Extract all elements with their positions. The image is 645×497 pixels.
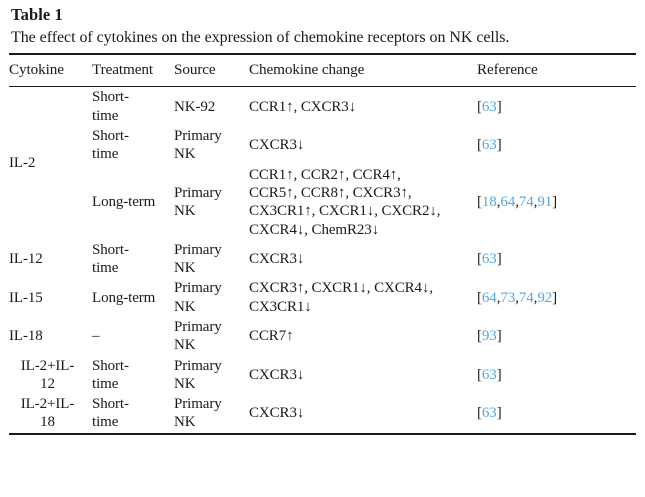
table-row: IL-15 Long-term Primary NK CXCR3↑, CXCR1↓, …	[9, 278, 636, 317]
reference-link[interactable]: 92	[537, 289, 553, 306]
reference-link[interactable]: 63	[481, 366, 497, 383]
reference-link[interactable]: 63	[481, 250, 497, 267]
reference-bracket-open: [	[477, 250, 482, 267]
cell-treatment: Short- time	[92, 89, 129, 124]
cell-source: Primary NK	[174, 357, 222, 392]
cell-reference: [93]	[477, 317, 636, 356]
reference-bracket-open: [	[477, 405, 482, 422]
reference-bracket-open: [	[477, 137, 482, 154]
reference-link[interactable]: 91	[537, 194, 553, 211]
reference-link[interactable]: 63	[481, 405, 497, 422]
table-label: Table 1	[11, 5, 63, 24]
reference-link[interactable]: 18	[481, 194, 497, 211]
cell-treatment: Short- time	[92, 128, 129, 163]
table-row: IL-2+IL- 12 Short- time Primary NK CXCR3↓ [6…	[9, 356, 636, 395]
cell-reference: [63]	[477, 126, 636, 165]
table-page: Table 1 The effect of cytokines on the e…	[0, 5, 645, 497]
cell-chemokine-change: CCR7↑	[249, 328, 294, 345]
reference-bracket-open: [	[477, 194, 482, 211]
table-caption: The effect of cytokines on the expressio…	[11, 28, 510, 46]
reference-bracket-close: ]	[496, 250, 502, 267]
reference-link[interactable]: 64	[500, 194, 516, 211]
reference-bracket-open: [	[477, 289, 482, 306]
cell-cytokine: IL-12	[9, 250, 43, 267]
header-row: Cytokine Treatment Source Chemokine chan…	[9, 54, 636, 87]
cell-cytokine: IL-2+IL- 12	[20, 357, 75, 392]
table-row: Short- time Primary NK CXCR3↓ [63]	[9, 126, 636, 165]
cell-source: Primary NK	[174, 128, 222, 163]
column-header-chemokine-change: Chemokine change	[249, 61, 365, 79]
reference-link[interactable]: 73	[500, 289, 516, 306]
cell-chemokine-change: CXCR3↓	[249, 137, 305, 154]
reference-bracket-close: ]	[552, 289, 558, 306]
cell-source: Primary NK	[174, 318, 222, 354]
cytokine-chemokine-table: Cytokine Treatment Source Chemokine chan…	[9, 53, 636, 434]
cell-chemokine-change: CCR1↑, CXCR3↓	[249, 98, 357, 115]
reference-separator: ,	[533, 194, 538, 211]
cell-chemokine-change: CXCR3↓	[249, 366, 305, 383]
reference-bracket-close: ]	[496, 137, 502, 154]
cell-cytokine: IL-2	[9, 155, 36, 172]
table-row: Long-term Primary NK CCR1↑, CCR2↑, CCR4↑, …	[9, 165, 636, 240]
cell-cytokine: IL-2+IL- 18	[20, 396, 75, 431]
reference-link[interactable]: 74	[518, 194, 534, 211]
table-row: IL-18 – Primary NK CCR7↑ [93]	[9, 317, 636, 356]
cell-treatment: –	[92, 328, 100, 345]
cell-reference: [64,73,74,92]	[477, 278, 636, 317]
cell-reference: [63]	[477, 356, 636, 395]
table-row: IL-2+IL- 18 Short- time Primary NK CXCR3↓ [6…	[9, 394, 636, 434]
cell-chemokine-change: CXCR3↑, CXCR1↓, CXCR4↓, CX3CR1↓	[249, 280, 433, 315]
column-header-treatment: Treatment	[92, 61, 153, 79]
cell-reference: [63]	[477, 240, 636, 279]
reference-link[interactable]: 63	[481, 98, 497, 115]
cell-cytokine: IL-15	[9, 289, 43, 306]
reference-link[interactable]: 74	[518, 289, 534, 306]
reference-separator: ,	[533, 289, 538, 306]
cell-treatment: Short- time	[92, 396, 129, 431]
cell-chemokine-change: CXCR3↓	[249, 405, 305, 422]
reference-link[interactable]: 64	[481, 289, 497, 306]
reference-separator: ,	[496, 289, 501, 306]
cell-treatment: Long-term	[92, 194, 156, 211]
reference-separator: ,	[496, 194, 501, 211]
cell-reference: [18,64,74,91]	[477, 165, 636, 240]
column-header-source: Source	[174, 61, 216, 79]
cell-source: Primary NK	[174, 280, 222, 315]
reference-bracket-open: [	[477, 98, 482, 115]
cell-treatment: Short- time	[92, 241, 129, 277]
cell-source: Primary NK	[174, 184, 222, 220]
reference-separator: ,	[515, 194, 519, 211]
reference-bracket-close: ]	[496, 366, 502, 383]
table-row: IL-2 Short- time NK-92 CCR1↑, CXCR3↓ [63]	[9, 87, 636, 171]
table-header: Cytokine Treatment Source Chemokine chan…	[9, 54, 636, 87]
reference-bracket-open: [	[477, 328, 482, 345]
cell-chemokine-change: CXCR3↓	[249, 250, 305, 267]
reference-bracket-close: ]	[552, 194, 558, 211]
cell-chemokine-change: CCR1↑, CCR2↑, CCR4↑, CCR5↑, CCR8↑, CXCR3…	[249, 166, 441, 238]
cell-treatment: Long-term	[92, 289, 156, 306]
reference-bracket-close: ]	[496, 405, 502, 422]
cell-cytokine: IL-18	[9, 328, 43, 345]
reference-bracket-close: ]	[496, 328, 502, 345]
column-header-reference: Reference	[477, 61, 538, 79]
reference-bracket-close: ]	[496, 98, 502, 115]
reference-link[interactable]: 93	[481, 328, 497, 345]
reference-link[interactable]: 63	[481, 137, 497, 154]
table-row: IL-12 Short- time Primary NK CXCR3↓ [63]	[9, 240, 636, 279]
cell-source: Primary NK	[174, 241, 222, 277]
reference-bracket-open: [	[477, 366, 482, 383]
cell-source: Primary NK	[174, 396, 222, 431]
reference-separator: ,	[515, 289, 519, 306]
cell-source: NK-92	[174, 98, 216, 115]
cell-treatment: Short- time	[92, 357, 129, 392]
column-header-cytokine: Cytokine	[9, 61, 64, 79]
cell-reference: [63]	[477, 394, 636, 434]
cell-reference: [63]	[477, 87, 636, 126]
